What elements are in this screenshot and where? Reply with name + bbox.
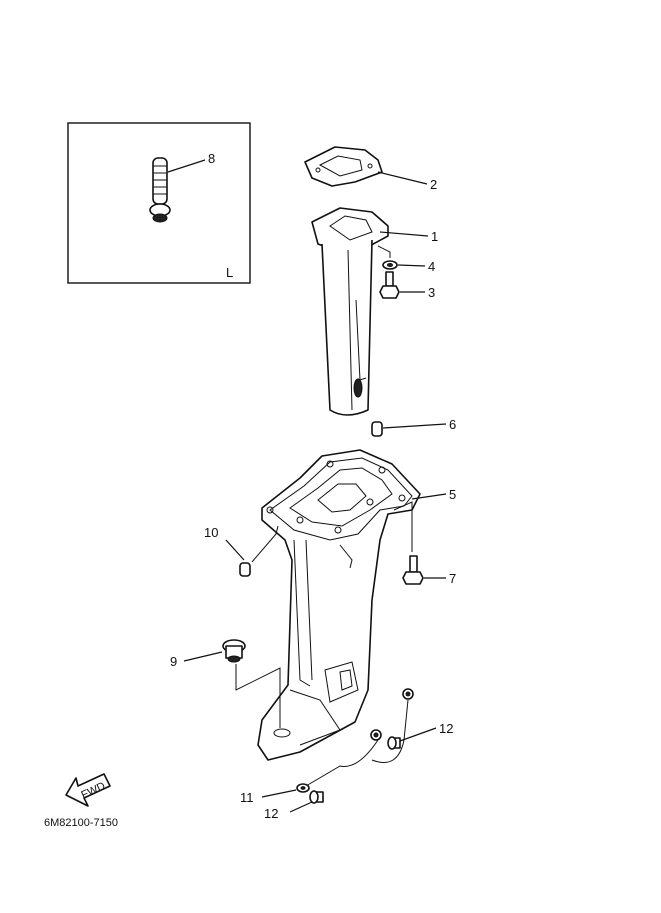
part-7-bolt	[402, 555, 424, 585]
part-12-screw-lower	[309, 790, 324, 804]
part-11-washer	[296, 783, 310, 793]
callout-9: 9	[170, 654, 177, 669]
part-8-grommet	[149, 157, 171, 223]
inset-letter: L	[226, 265, 233, 280]
part-9-plug	[222, 639, 246, 663]
part-5-drive-shaft-housing	[257, 449, 421, 761]
callout-12-upper: 12	[439, 721, 453, 736]
callout-10: 10	[204, 525, 218, 540]
callout-3: 3	[428, 285, 435, 300]
part-6-dowel-pin	[371, 421, 383, 437]
part-1-upper-casing	[311, 207, 389, 416]
callout-1: 1	[431, 229, 438, 244]
diagram-code: 6M82100-7150	[44, 817, 118, 829]
callout-4: 4	[428, 259, 435, 274]
callout-5: 5	[449, 487, 456, 502]
callout-7: 7	[449, 571, 456, 586]
inset-box: L 8	[67, 122, 251, 284]
part-10-pin	[239, 562, 251, 577]
callout-8: 8	[208, 151, 215, 166]
part-4-washer	[382, 260, 398, 270]
part-2-gasket	[304, 146, 383, 187]
callout-12-lower: 12	[264, 806, 278, 821]
part-12-screw-upper	[387, 736, 401, 750]
callout-6: 6	[449, 417, 456, 432]
part-3-bolt	[379, 271, 400, 299]
ground-lead-assembly	[305, 688, 414, 787]
forward-arrow-icon: FWD	[65, 773, 111, 807]
callout-11: 11	[240, 790, 254, 805]
callout-2: 2	[430, 177, 437, 192]
